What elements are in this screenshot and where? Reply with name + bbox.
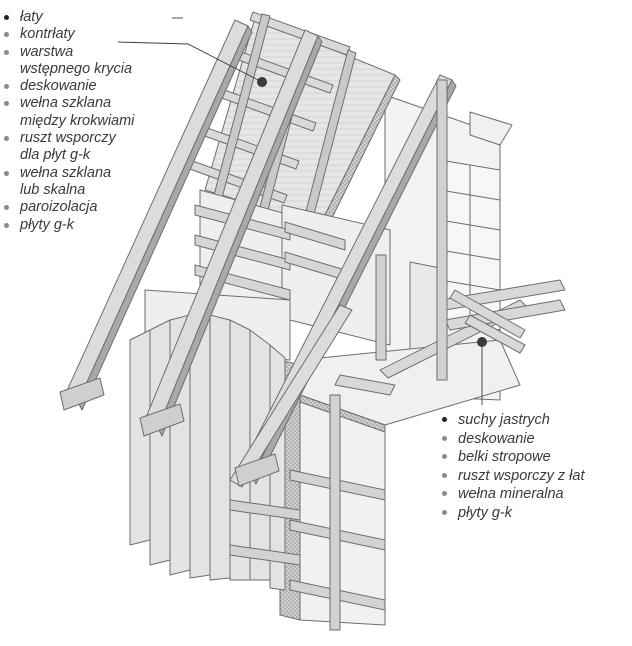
legend-item-label: płyty g-k: [20, 216, 74, 233]
legend-item-label: wełna szklana: [20, 164, 112, 181]
legend-item-label: deskowanie: [458, 430, 535, 447]
legend-item-label: łaty: [20, 9, 43, 25]
bullet-icon: [4, 49, 9, 55]
legend-item-label: lub skalna: [20, 181, 86, 198]
legend-item: deskowanie: [438, 430, 585, 449]
floor-slab: [299, 339, 521, 433]
legend-item: ruszt wsporczy z łat: [438, 467, 585, 486]
legend-item-label: wełna mineralna: [458, 486, 564, 503]
legend-item-label: ruszt wsporczy: [20, 130, 116, 147]
bullet-icon: [4, 170, 9, 176]
legend-item-label: dla płyt g-k: [20, 147, 91, 164]
legend-item-label: deskowanie: [20, 78, 97, 95]
bullet-icon: [4, 205, 9, 211]
legend-item-label: kontrłaty: [20, 26, 75, 43]
bullet-icon: [4, 222, 9, 228]
bullet-icon: [442, 491, 447, 497]
legend-item: suchy jastrych: [438, 411, 585, 430]
bullet-icon: [442, 435, 447, 441]
legend-item-label: wstępnego krycia: [20, 60, 133, 77]
bullet-icon: [442, 509, 447, 515]
legend-item-label: między krokwiami: [20, 112, 135, 129]
bullet-icon: [442, 454, 447, 460]
legend-item: deskowanie: [0, 78, 134, 95]
roof-pointer-dot: [257, 77, 267, 87]
bullet-icon: [4, 15, 9, 20]
legend-item-label: płyty g-k: [458, 504, 512, 521]
legend-item-label: wełna szklana: [20, 95, 112, 112]
legend-item-label: suchy jastrych: [458, 412, 550, 428]
roof-leader-line: [117, 41, 263, 83]
rafters: [64, 19, 457, 488]
bullet-icon: [4, 136, 9, 142]
legend-item-label: ruszt wsporczy z łat: [458, 467, 585, 484]
posts: [329, 79, 448, 631]
legend-item: łaty: [0, 9, 134, 26]
leader-lines: [117, 17, 483, 405]
floor-joists: [334, 279, 566, 396]
legend-item: płyty g-k: [438, 504, 585, 523]
rafter-feet: [59, 377, 280, 487]
bullet-icon: [4, 84, 9, 90]
legend-item-label: belki stropowe: [458, 449, 551, 466]
legend-item: wełna mineralna: [438, 485, 585, 504]
bullet-icon: [442, 417, 447, 422]
legend-item-label: paroizolacja: [20, 199, 98, 216]
bullet-icon: [4, 32, 9, 38]
legend-item: płyty g-k: [0, 217, 134, 234]
legend-item: kontrłaty: [0, 26, 134, 43]
bullet-icon: [442, 472, 447, 478]
bullet-icon: [4, 101, 9, 107]
floor-pointer-dot: [477, 337, 487, 347]
legend-item-label: warstwa: [20, 43, 74, 60]
legend-item: belki stropowe: [438, 448, 585, 467]
legend-item: paroizolacja: [0, 199, 134, 216]
